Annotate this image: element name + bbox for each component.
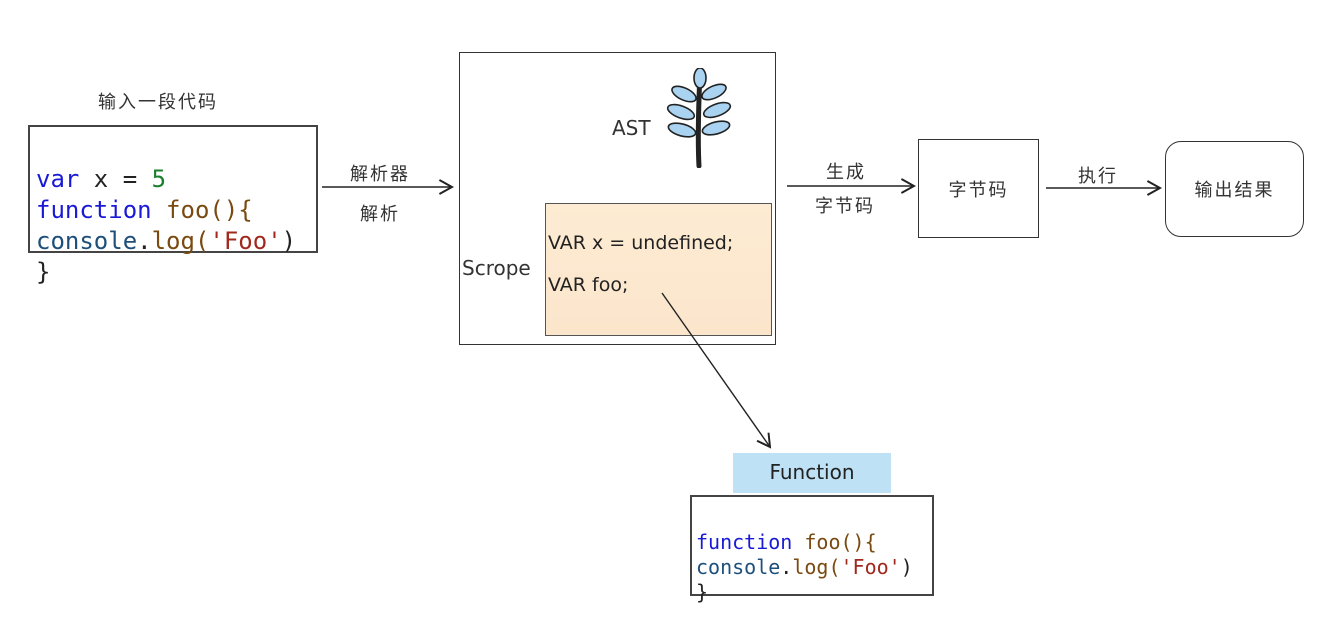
arrow2-bottom-label: 字节码 — [815, 196, 875, 217]
func-line-2: console.log('Foo') — [696, 555, 913, 579]
code-line-1: var x = 5 — [36, 165, 167, 193]
output-box: 输出结果 — [1165, 141, 1304, 237]
scope-note: VAR x = undefined; VAR foo; — [545, 203, 772, 336]
ast-label: AST — [612, 116, 651, 140]
bytecode-box: 字节码 — [918, 139, 1039, 238]
input-code-box: var x = 5 function foo(){ console.log('Foo… — [28, 125, 318, 286]
func-line-1: function foo(){ — [696, 530, 877, 554]
arrow1-top-label: 解析器 — [350, 164, 410, 185]
arrow3-label: 执行 — [1078, 166, 1118, 187]
code-line-4: } — [36, 258, 51, 286]
arrow2-top-label: 生成 — [826, 162, 866, 183]
function-tag: Function — [733, 453, 891, 493]
code-line-3: console.log('Foo') — [36, 227, 297, 255]
code-line-2: function foo(){ — [36, 196, 253, 224]
arrow1-bottom-label: 解析 — [360, 204, 400, 225]
arrow-to-function — [661, 292, 772, 449]
arrows-layer — [322, 178, 1163, 449]
scope-line-2: VAR foo; — [548, 274, 629, 296]
input-caption: 输入一段代码 — [98, 92, 218, 113]
function-code-box: function foo(){console.log('Foo')} — [690, 495, 934, 604]
bytecode-label: 字节码 — [948, 179, 1009, 201]
func-line-3: } — [696, 580, 709, 604]
scope-line-1: VAR x = undefined; — [548, 232, 734, 254]
output-label: 输出结果 — [1194, 180, 1275, 201]
tree-icon — [664, 67, 734, 169]
scope-label: Scrope — [462, 256, 531, 280]
